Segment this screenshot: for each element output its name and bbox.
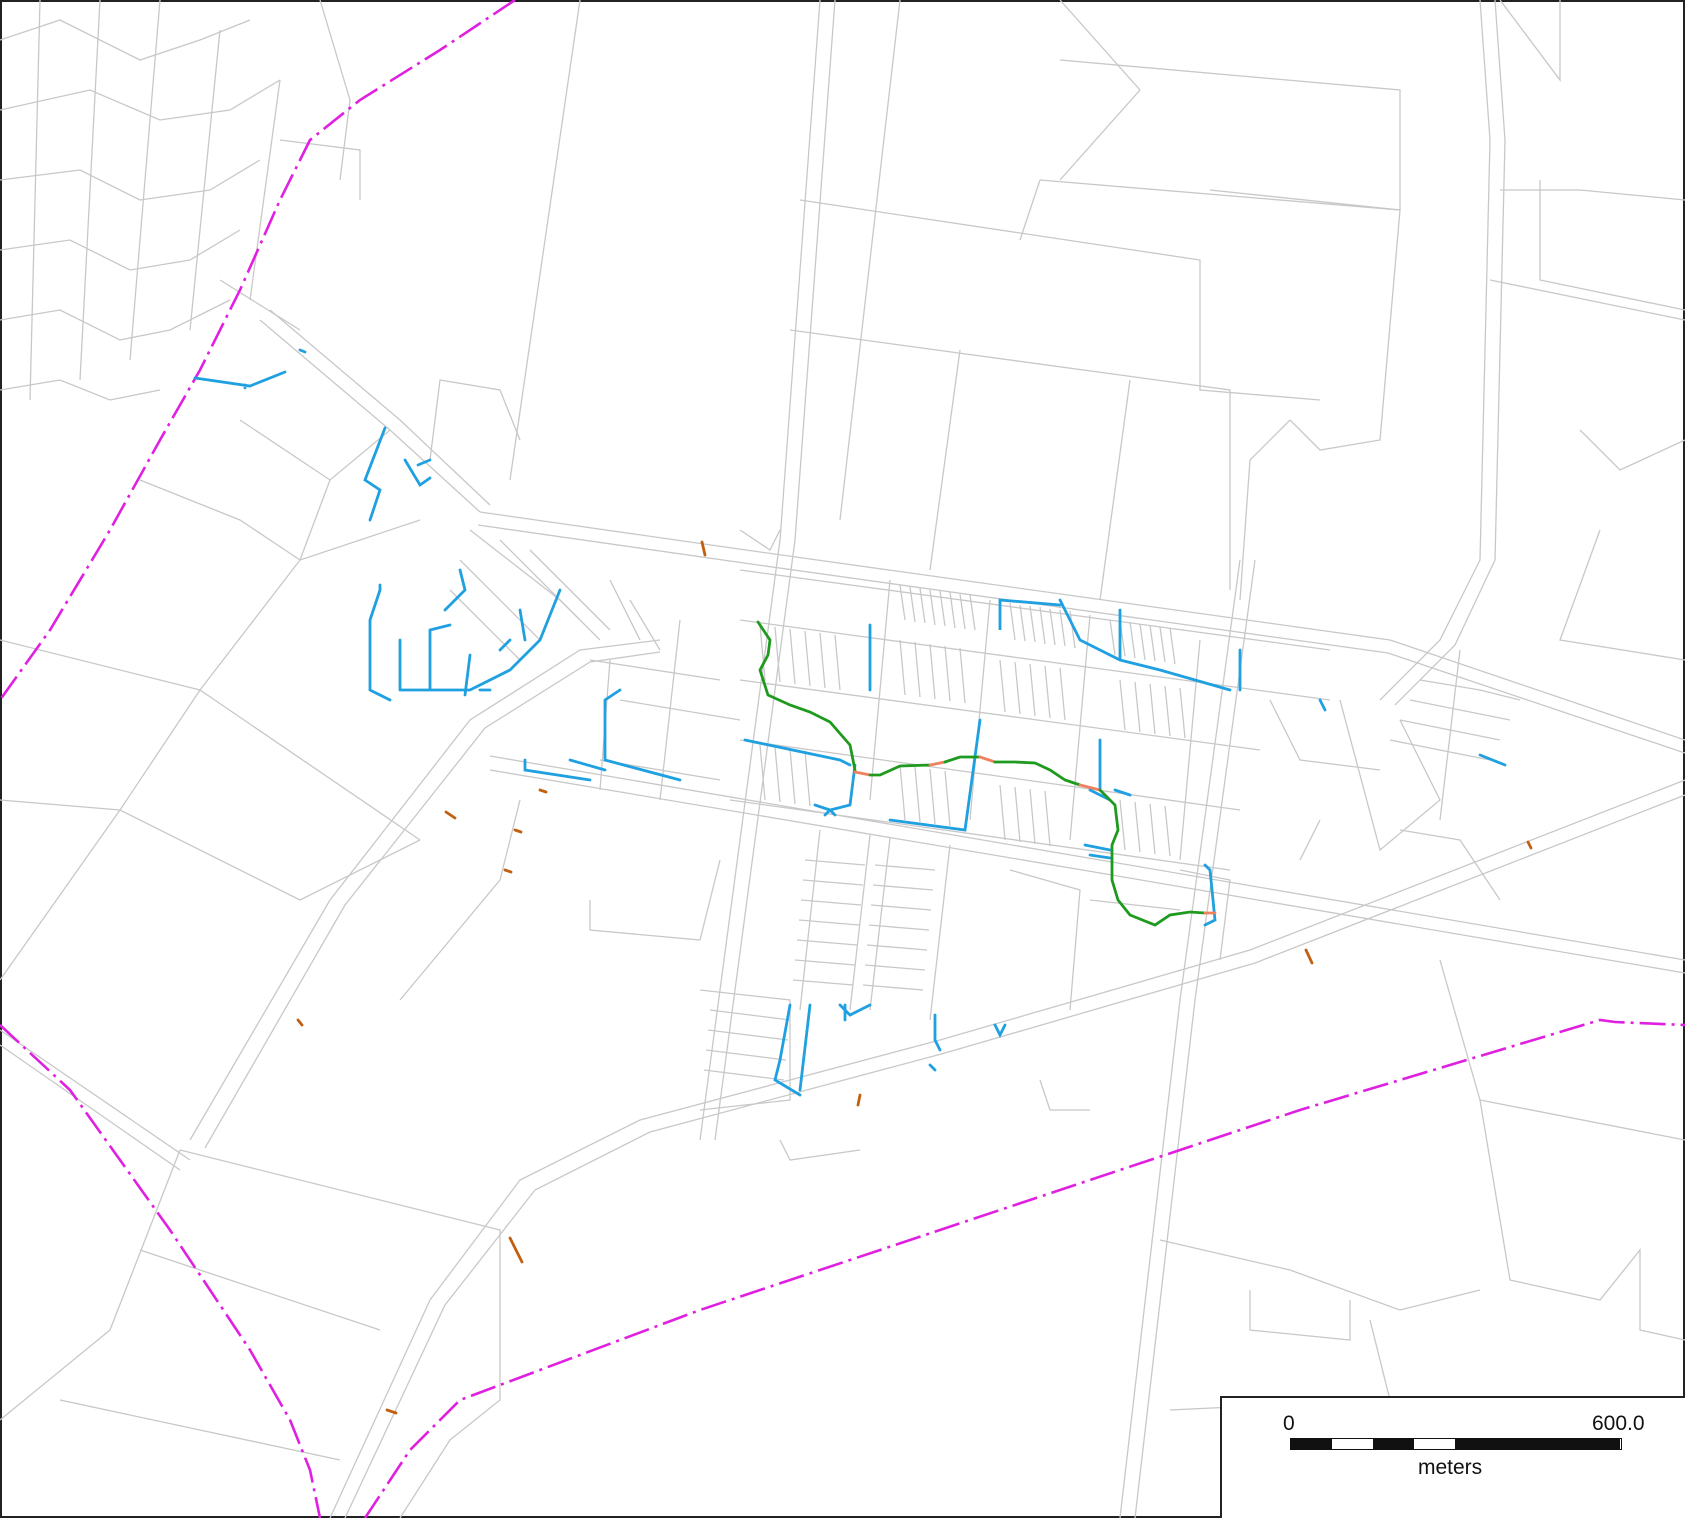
- culvert: [1526, 840, 1533, 850]
- boundary-line-north: [0, 0, 516, 701]
- trunk-drain-line: [868, 763, 932, 777]
- trunk-drain-line: [756, 620, 857, 772]
- trunk-drain-layer[interactable]: [756, 620, 1217, 927]
- pipe-segment: [813, 803, 837, 817]
- pipe-segment: [523, 688, 682, 782]
- pipe-layer[interactable]: [193, 348, 1507, 1097]
- culvert: [296, 1018, 304, 1027]
- scale-max-label: 600.0: [1592, 1412, 1645, 1435]
- culvert: [1304, 948, 1314, 965]
- pipe-segment: [998, 598, 1242, 692]
- open-channel-line: [853, 770, 872, 777]
- pipe-segment: [1318, 698, 1327, 712]
- pipe-segment: [1113, 788, 1132, 797]
- pipe-segment: [368, 568, 562, 702]
- open-channel-line: [1078, 783, 1102, 792]
- pipe-segment: [1478, 753, 1507, 767]
- trunk-drain-line: [943, 755, 982, 764]
- pipe-segment: [773, 1003, 812, 1097]
- trunk-drain-line: [1098, 788, 1207, 927]
- scale-bar: [1290, 1438, 1622, 1450]
- culvert: [508, 1236, 524, 1264]
- culvert-layer[interactable]: [296, 540, 1533, 1415]
- open-channel-line: [928, 760, 947, 767]
- culvert: [513, 828, 523, 834]
- pipe-segment: [993, 1023, 1007, 1039]
- culvert: [503, 868, 513, 874]
- culvert: [444, 810, 457, 820]
- culvert: [856, 1093, 862, 1107]
- pipe-segment: [928, 1013, 942, 1072]
- pipe-segment: [193, 348, 307, 390]
- culvert: [700, 540, 707, 557]
- scale-min-label: 0: [1283, 1412, 1295, 1435]
- culvert: [538, 788, 548, 794]
- pipe-segment: [1083, 843, 1112, 860]
- pipe-segment: [823, 623, 872, 817]
- scale-unit-label: meters: [1418, 1456, 1483, 1479]
- scale-bar-box: 0 600.0 meters: [1220, 1396, 1685, 1518]
- pipe-segment: [363, 426, 432, 522]
- pipe-segment: [1203, 863, 1217, 927]
- pipe-segment: [888, 718, 982, 832]
- pipe-segment: [743, 738, 852, 767]
- boundary-line-south: [363, 1018, 1685, 1518]
- boundary-line-southwest: [0, 1024, 322, 1518]
- open-channel-line: [978, 755, 997, 764]
- trunk-drain-line: [993, 760, 1082, 787]
- pipe-segment: [838, 1003, 872, 1022]
- culvert: [385, 1408, 398, 1415]
